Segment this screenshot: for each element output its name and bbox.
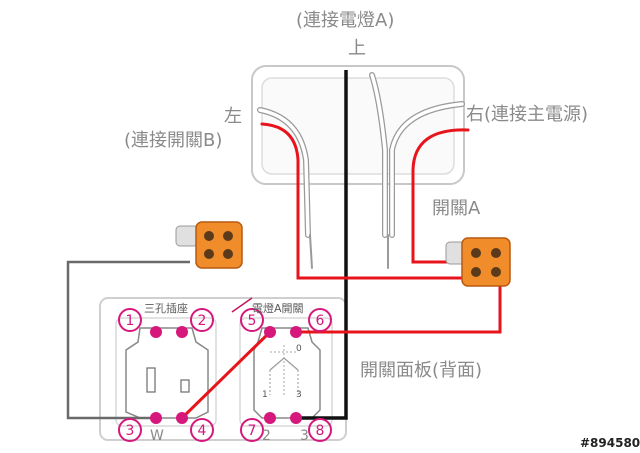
white-wires bbox=[257, 72, 465, 269]
terminal-number-rings bbox=[118, 308, 332, 442]
terminal-number-4: 4 bbox=[198, 423, 207, 439]
terminal-dot-1 bbox=[150, 326, 162, 338]
inner-one-label: 1 bbox=[262, 390, 268, 400]
terminal-ring-7 bbox=[240, 418, 264, 442]
terminal-number-5: 5 bbox=[248, 313, 257, 329]
terminal-dot-6 bbox=[290, 326, 302, 338]
terminal-dot-8 bbox=[290, 412, 302, 424]
terminal-dot-3 bbox=[150, 412, 162, 424]
gray-wire bbox=[66, 260, 190, 420]
switch-title-mark bbox=[231, 297, 253, 313]
terminal-dots bbox=[150, 326, 302, 424]
switch-title: 電燈A開關 bbox=[252, 302, 304, 315]
outlet-module bbox=[115, 317, 217, 427]
panel-back-label: 開關面板(背面) bbox=[360, 360, 483, 381]
left-connect-label: (連接開關B) bbox=[124, 130, 223, 151]
terminal-ring-2 bbox=[190, 308, 214, 332]
terminal-number-2: 2 bbox=[198, 313, 207, 329]
top-light-label: (連接電燈A) bbox=[296, 10, 395, 31]
outlet-title: 三孔插座 bbox=[144, 302, 188, 315]
outlet-body bbox=[125, 327, 209, 419]
terminal-ring-3 bbox=[118, 418, 142, 442]
watermark: #894580 bbox=[580, 436, 640, 450]
terminal-number-6: 6 bbox=[316, 313, 325, 329]
switch-a-label: 開關A bbox=[432, 198, 481, 219]
terminal-dot-7 bbox=[264, 412, 276, 424]
terminal-dot-4 bbox=[176, 412, 188, 424]
top-up-label: 上 bbox=[348, 38, 366, 59]
connector-left bbox=[175, 221, 243, 269]
terminal-number-3: 3 bbox=[126, 423, 135, 439]
terminal-numbers: 1 2 3 4 5 6 7 8 bbox=[126, 313, 325, 439]
terminal-number-1: 1 bbox=[126, 313, 135, 329]
terminal-dot-2 bbox=[176, 326, 188, 338]
black-wire bbox=[294, 70, 348, 420]
terminal-ring-4 bbox=[190, 418, 214, 442]
terminal-number-8: 8 bbox=[316, 423, 325, 439]
connector-right bbox=[445, 237, 511, 287]
terminal-number-7: 7 bbox=[248, 423, 257, 439]
switch-module bbox=[239, 317, 333, 427]
terminal-ring-5 bbox=[240, 308, 264, 332]
inner-zero-label: 0 bbox=[296, 344, 302, 354]
outlet-bottom-label: W bbox=[150, 428, 164, 444]
junction-box bbox=[251, 65, 465, 185]
terminal-ring-8 bbox=[308, 418, 332, 442]
inner-three-label: 3 bbox=[296, 390, 302, 400]
red-wires bbox=[180, 122, 502, 420]
outlet-slot-left bbox=[146, 367, 156, 393]
switch-bottom-left-label: 2 bbox=[262, 428, 271, 444]
terminal-ring-1 bbox=[118, 308, 142, 332]
right-connect-label: 右(連接主電源) bbox=[466, 104, 589, 125]
terminal-dot-5 bbox=[264, 326, 276, 338]
terminal-ring-6 bbox=[308, 308, 332, 332]
switch-bottom-right-label: 3 bbox=[300, 428, 309, 444]
outlet-slot-right bbox=[180, 379, 190, 393]
left-side-label: 左 bbox=[224, 106, 242, 127]
